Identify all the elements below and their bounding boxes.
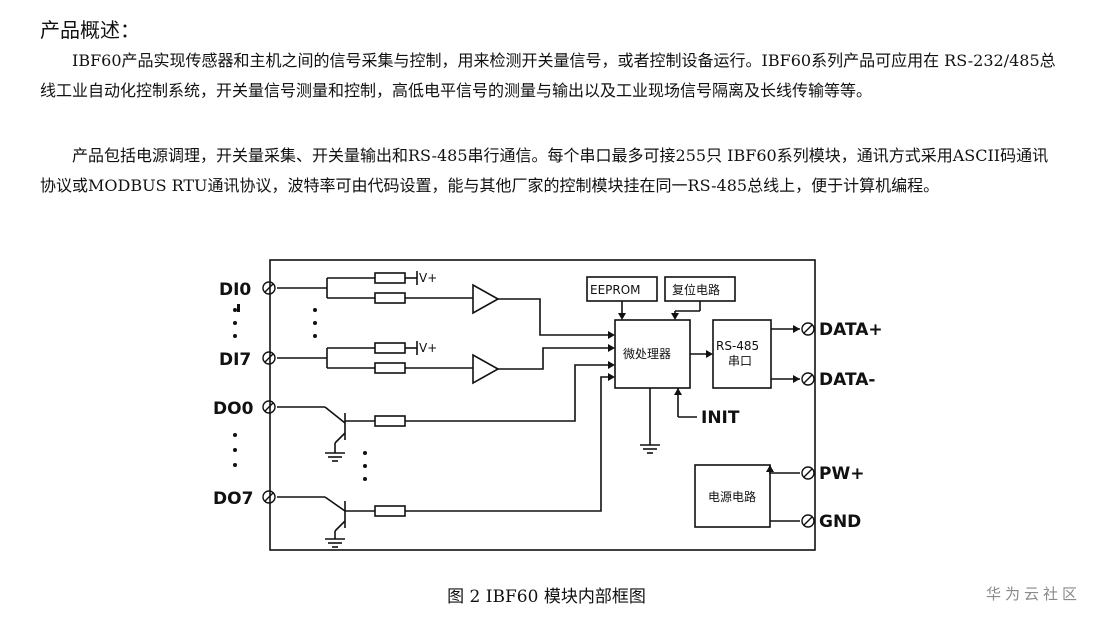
eeprom-label: EEPROM — [590, 283, 641, 297]
rs485-label: RS-485 — [716, 339, 759, 353]
power-label: 电源电路 — [708, 489, 756, 504]
buffer — [472, 283, 500, 315]
resistor — [374, 415, 406, 427]
module-border — [269, 259, 816, 551]
power-box — [694, 464, 771, 528]
terminals — [262, 281, 815, 528]
resistor — [374, 505, 406, 517]
rs485-sub-label: 串口 — [728, 354, 752, 368]
resistor — [374, 362, 406, 374]
resistor — [374, 292, 406, 304]
section-heading: 产品概述： — [40, 18, 140, 42]
mcu-label: 微处理器 — [623, 347, 671, 361]
paragraph-2: 产品包括电源调理，开关量采集、开关量输出和RS-485串行通信。每个串口最多可接… — [40, 146, 1049, 195]
reset-label: 复位电路 — [672, 282, 720, 297]
label-di7: DI7 — [219, 350, 251, 370]
init-label: INIT — [701, 408, 740, 428]
label-vplus: V+ — [419, 341, 437, 355]
label-gnd: GND — [819, 512, 861, 532]
label-di0: DI0 — [219, 280, 251, 300]
label-do0: DO0 — [213, 399, 254, 419]
paragraph-1: IBF60产品实现传感器和主机之间的信号采集与控制，用来检测开关量信号，或者控制… — [40, 51, 1056, 100]
buffer — [472, 353, 500, 385]
label-vplus: V+ — [419, 271, 437, 285]
label-data-minus: DATA- — [819, 370, 875, 390]
resistor — [374, 272, 406, 284]
resistor — [374, 342, 406, 354]
figure-caption: 图 2 IBF60 模块内部框图 — [447, 587, 646, 607]
ellipsis-dots — [233, 308, 367, 481]
block-diagram: DI0 DI7 DO0 DO7 V+ V+ EEPROM 复位电路 微处理器 R… — [213, 259, 883, 551]
label-pw-plus: PW+ — [819, 464, 864, 484]
label-data-plus: DATA+ — [819, 320, 883, 340]
watermark: 华为云社区 — [985, 585, 1081, 603]
label-do7: DO7 — [213, 489, 253, 509]
